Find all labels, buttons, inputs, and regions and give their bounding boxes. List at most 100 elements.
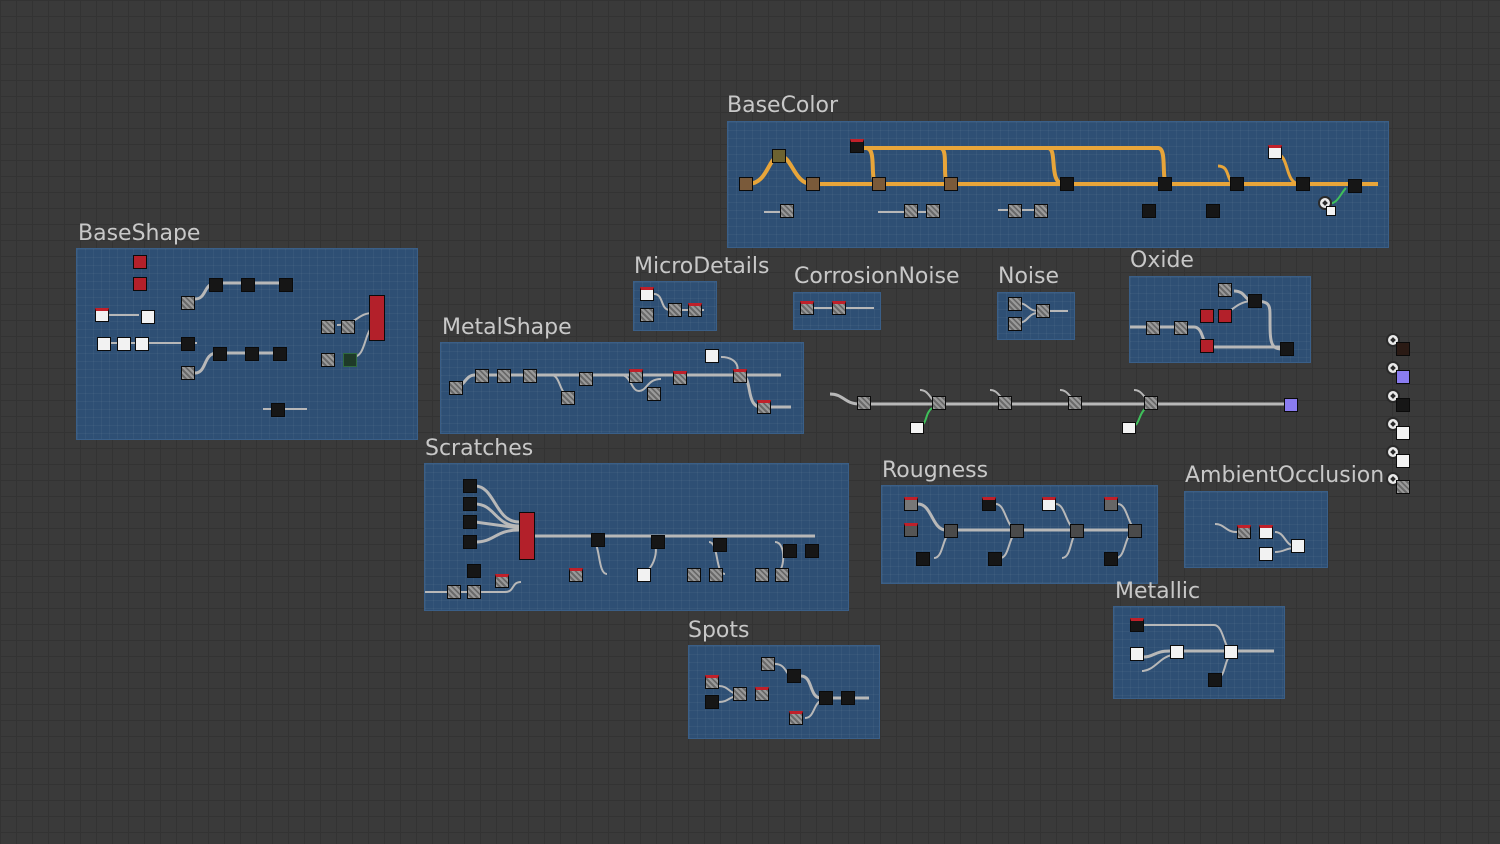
node-noise[interactable]	[687, 568, 701, 582]
node-blend[interactable]	[1218, 309, 1232, 323]
node-noise[interactable]	[1008, 317, 1022, 331]
node-shape[interactable]	[637, 568, 651, 582]
node-noise[interactable]	[475, 369, 489, 383]
node-noise[interactable]	[733, 369, 747, 383]
node-noise[interactable]	[467, 585, 481, 599]
node-color[interactable]	[1104, 497, 1118, 511]
node-shape[interactable]	[141, 310, 155, 324]
node-mask[interactable]	[1104, 552, 1118, 566]
node-blend[interactable]	[1200, 309, 1214, 323]
node-color[interactable]	[982, 497, 996, 511]
node-blend[interactable]	[1248, 294, 1262, 308]
node-shape[interactable]	[463, 535, 477, 549]
node-color[interactable]	[1130, 618, 1144, 632]
node-blend[interactable]	[787, 669, 801, 683]
node-shape[interactable]	[1259, 547, 1273, 561]
node-shape[interactable]	[181, 337, 195, 351]
node-noise[interactable]	[1218, 283, 1232, 297]
node-mask[interactable]	[988, 552, 1002, 566]
node-value[interactable]	[1326, 206, 1336, 216]
frame-baseshape[interactable]	[76, 248, 418, 440]
node-noise[interactable]	[832, 301, 846, 315]
node-color[interactable]	[1268, 145, 1282, 159]
node-blend[interactable]	[591, 533, 605, 547]
node-mask[interactable]	[916, 552, 930, 566]
node-blend[interactable]	[369, 295, 385, 341]
node-noise[interactable]	[647, 387, 661, 401]
node-noise[interactable]	[640, 308, 654, 322]
node-color[interactable]	[739, 177, 753, 191]
node-shape[interactable]	[463, 479, 477, 493]
node-color[interactable]	[1042, 497, 1056, 511]
node-noise[interactable]	[561, 391, 575, 405]
node-shape[interactable]	[213, 347, 227, 361]
node-noise[interactable]	[755, 568, 769, 582]
frame-oxide[interactable]	[1129, 276, 1311, 363]
frame-noise[interactable]	[997, 292, 1075, 340]
frame-metalshape[interactable]	[440, 342, 804, 434]
node-color[interactable]	[904, 497, 918, 511]
node-gradient[interactable]	[133, 277, 147, 291]
node-mask[interactable]	[1142, 204, 1156, 218]
frame-spots[interactable]	[688, 645, 880, 739]
node-noise[interactable]	[755, 687, 769, 701]
node-noise[interactable]	[629, 369, 643, 383]
node-blend[interactable]	[651, 535, 665, 549]
node-shape[interactable]	[135, 337, 149, 351]
node-output[interactable]	[1348, 179, 1362, 193]
node-noise[interactable]	[523, 369, 537, 383]
frame-basecolor[interactable]	[727, 121, 1389, 248]
frame-ambientocclusion[interactable]	[1184, 491, 1328, 568]
node-value[interactable]	[271, 403, 285, 417]
node-blend[interactable]	[1128, 524, 1142, 538]
node-value[interactable]	[910, 422, 924, 434]
node-noise[interactable]	[757, 400, 771, 414]
node-shape[interactable]	[95, 308, 109, 322]
node-output[interactable]	[1396, 480, 1410, 494]
node-blend[interactable]	[1296, 177, 1310, 191]
node-noise[interactable]	[495, 574, 509, 588]
node-noise[interactable]	[1008, 297, 1022, 311]
node-blend[interactable]	[1010, 524, 1024, 538]
node-blend[interactable]	[713, 538, 727, 552]
node-noise[interactable]	[673, 371, 687, 385]
node-shape[interactable]	[463, 515, 477, 529]
node-blend[interactable]	[1060, 177, 1074, 191]
frame-scratches[interactable]	[424, 463, 849, 611]
node-output[interactable]	[1396, 454, 1410, 468]
node-output[interactable]	[1284, 398, 1298, 412]
node-output[interactable]	[805, 544, 819, 558]
node-noise[interactable]	[449, 381, 463, 395]
node-noise[interactable]	[1174, 321, 1188, 335]
node-shape[interactable]	[1259, 525, 1273, 539]
node-noise[interactable]	[497, 369, 511, 383]
node-shape[interactable]	[463, 497, 477, 511]
node-output[interactable]	[841, 691, 855, 705]
node-shape[interactable]	[279, 278, 293, 292]
frame-metallic[interactable]	[1113, 606, 1285, 699]
node-output[interactable]	[1224, 645, 1238, 659]
node-blend[interactable]	[819, 691, 833, 705]
node-noise[interactable]	[341, 320, 355, 334]
node-noise[interactable]	[904, 204, 918, 218]
node-noise[interactable]	[775, 568, 789, 582]
node-noise[interactable]	[800, 301, 814, 315]
node-blend[interactable]	[1170, 645, 1184, 659]
node-noise[interactable]	[1036, 304, 1050, 318]
node-output[interactable]	[1396, 342, 1410, 356]
node-output[interactable]	[1396, 398, 1410, 412]
node-noise[interactable]	[857, 396, 871, 410]
node-shape[interactable]	[241, 278, 255, 292]
node-noise[interactable]	[1144, 396, 1158, 410]
frame-rougness[interactable]	[881, 485, 1158, 584]
node-blend[interactable]	[806, 177, 820, 191]
node-noise[interactable]	[181, 366, 195, 380]
node-noise[interactable]	[780, 204, 794, 218]
node-noise[interactable]	[668, 303, 682, 317]
node-output[interactable]	[1396, 426, 1410, 440]
node-color[interactable]	[904, 523, 918, 537]
node-gradient[interactable]	[133, 255, 147, 269]
node-noise[interactable]	[789, 711, 803, 725]
node-noise[interactable]	[705, 695, 719, 709]
